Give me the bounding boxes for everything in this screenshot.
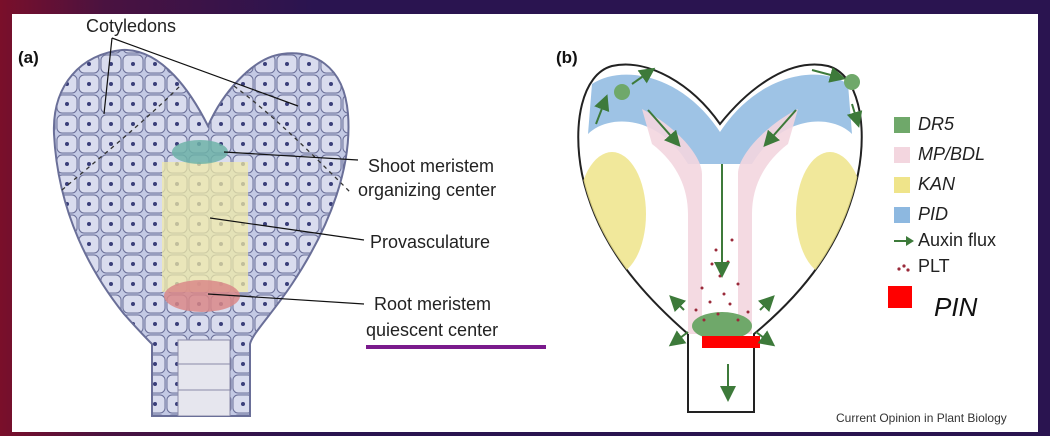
- dots-icon: [894, 262, 914, 274]
- root-meristem-region: [164, 280, 240, 312]
- credit-text: Current Opinion in Plant Biology: [836, 411, 1007, 425]
- legend-label-auxin-flux: Auxin flux: [918, 230, 996, 251]
- legend-label-kan: KAN: [918, 174, 955, 195]
- legend-swatch-kan: [894, 177, 910, 193]
- legend-label-dr5: DR5: [918, 114, 954, 135]
- provasculature-label: Provasculature: [370, 232, 490, 253]
- kan-region-left: [578, 152, 646, 276]
- suspensor: [178, 340, 230, 416]
- root-meristem-label-line1: Root meristem: [374, 294, 491, 315]
- root-meristem-label-line2: quiescent center: [366, 320, 498, 341]
- shoot-meristem-label-line1: Shoot meristem: [368, 156, 494, 177]
- dr5-tip-left: [614, 84, 630, 100]
- arrow-icon: [892, 234, 916, 248]
- legend-swatch-pid: [894, 207, 910, 223]
- legend-label-plt: PLT: [918, 256, 950, 277]
- provasculature-region: [162, 162, 248, 292]
- legend-label-pid: PID: [918, 204, 948, 225]
- embryo-cell-illustration: [12, 14, 572, 432]
- shoot-meristem-region: [172, 140, 228, 164]
- pin-swatch: [888, 286, 912, 308]
- shoot-meristem-label-line2: organizing center: [358, 180, 496, 201]
- quiescent-center-underline: [366, 345, 546, 349]
- pin-bar: [702, 336, 760, 348]
- pin-label: PIN: [934, 292, 977, 323]
- dr5-region-bottom: [692, 312, 752, 340]
- legend-swatch-dr5: [894, 117, 910, 133]
- legend-swatch-mp-bdl: [894, 147, 910, 163]
- figure-panel: (a) Cotyledons: [12, 14, 1038, 432]
- legend-label-mp-bdl: MP/BDL: [918, 144, 985, 165]
- auxin-model-diagram: [552, 14, 882, 432]
- dr5-tip-right: [844, 74, 860, 90]
- kan-region-right: [796, 152, 864, 276]
